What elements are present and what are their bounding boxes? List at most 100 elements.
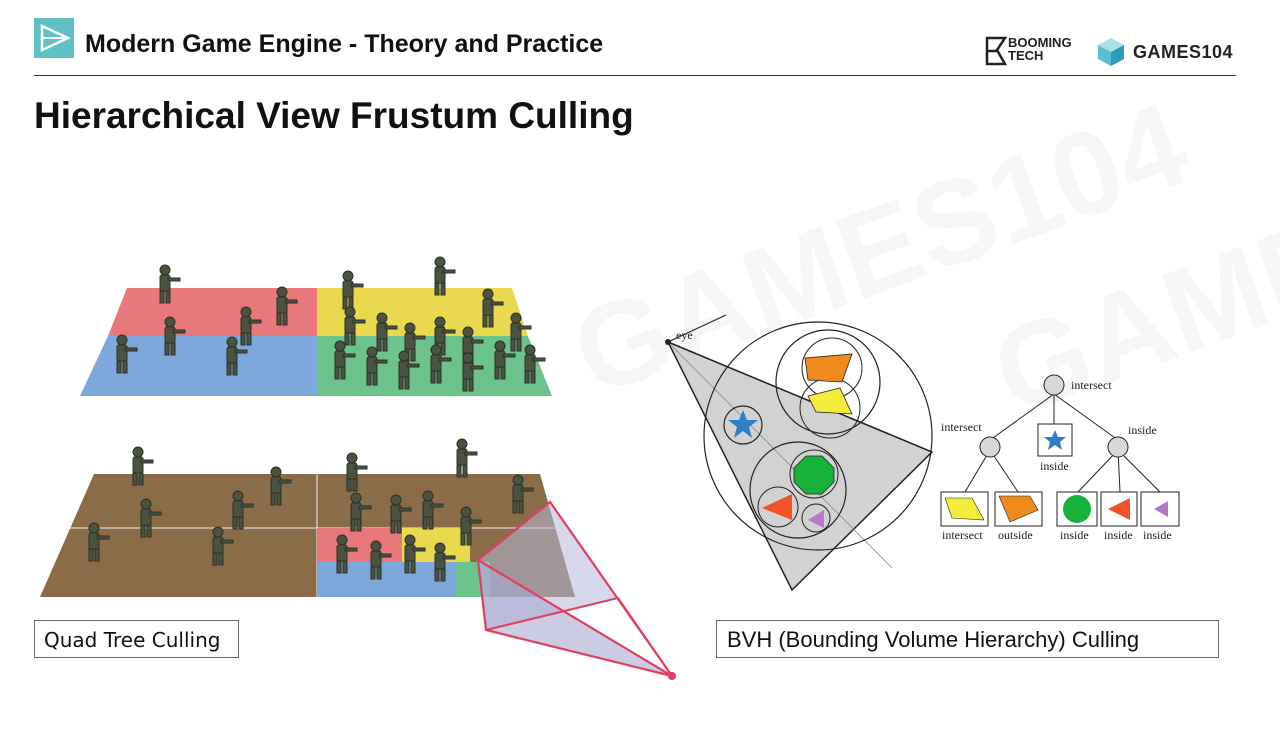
soldier	[88, 522, 110, 562]
slide-title: Hierarchical View Frustum Culling	[34, 95, 634, 136]
soldier	[366, 346, 388, 386]
bv-orange-tri	[757, 486, 799, 528]
frustum-volume	[478, 502, 618, 630]
tree-label-right: inside	[1128, 423, 1157, 437]
tree-star-icon	[1044, 430, 1066, 450]
games-cube-icon	[1098, 38, 1124, 66]
soldier	[232, 490, 254, 530]
bv-root	[703, 321, 933, 551]
play-logo-icon	[34, 18, 74, 58]
tree-label-leaf: inside	[1104, 528, 1133, 542]
quad-cell-blue-small	[317, 562, 402, 597]
quad-cell-blue-small-2	[402, 562, 455, 597]
tree-leaf-green	[1056, 491, 1098, 527]
eye-pointer	[667, 314, 727, 343]
quad-cell-green-small	[455, 562, 490, 597]
soldier	[350, 492, 372, 532]
bv-green	[789, 449, 839, 499]
soldier	[390, 494, 412, 534]
view-frustum	[476, 500, 676, 680]
soldier	[434, 542, 456, 582]
watermark: GAMES104	[976, 95, 1280, 444]
slide-header: Modern Game Engine - Theory and Practice…	[0, 0, 1280, 80]
booming-line-1: BOOMING	[1008, 35, 1072, 50]
tree-leaf-purple-tri	[1140, 491, 1180, 527]
quad-plane-culled	[40, 474, 575, 597]
object-green-octagon	[793, 455, 835, 495]
quad-cell-yellow-small	[402, 528, 470, 562]
soldier	[456, 438, 478, 478]
soldier	[482, 288, 504, 328]
booming-tech-logo: BOOMING TECH	[1008, 36, 1072, 62]
quad-cell-red-small	[317, 528, 402, 562]
tree-leaf-yellow	[940, 491, 989, 527]
frustum-far-side	[550, 502, 672, 676]
soldier	[512, 474, 534, 514]
tree-label-root: intersect	[1071, 378, 1112, 392]
soldier	[336, 534, 358, 574]
tree-node-left	[979, 436, 1001, 458]
soldier	[434, 256, 456, 296]
tree-label-middle: inside	[1040, 459, 1069, 473]
quad-cell-green	[317, 336, 552, 396]
soldier	[342, 270, 364, 310]
booming-logo-icon	[985, 36, 1007, 66]
soldier	[116, 334, 138, 374]
soldier	[404, 322, 426, 362]
bvh-frustum	[666, 340, 934, 592]
tree-node-root	[1043, 374, 1065, 396]
tree-label-leaf: intersect	[942, 528, 983, 542]
view-direction	[667, 341, 893, 569]
tree-leaf-orange-tri	[1100, 491, 1138, 527]
soldier	[404, 534, 426, 574]
soldier	[344, 306, 366, 346]
soldier	[226, 336, 248, 376]
games104-logo: GAMES104	[1133, 42, 1234, 62]
object-yellow-shape	[807, 387, 853, 415]
soldier	[159, 264, 181, 304]
soldier	[422, 490, 444, 530]
bv-star	[723, 405, 763, 445]
soldier	[370, 540, 392, 580]
bv-top	[775, 329, 881, 435]
frustum-near-side	[478, 560, 672, 676]
soldier	[164, 316, 186, 356]
quad-tree-caption: Quad Tree Culling	[34, 620, 239, 658]
tree-node-right	[1107, 436, 1129, 458]
soldier	[510, 312, 532, 352]
bvh-tree: intersect intersect inside inside inters…	[940, 374, 1180, 542]
soldier	[212, 526, 234, 566]
soldier	[376, 312, 398, 352]
eye-point-icon	[665, 339, 671, 345]
soldier	[334, 340, 356, 380]
soldier	[460, 506, 482, 546]
tree-label-leaf: inside	[1060, 528, 1089, 542]
soldier	[140, 498, 162, 538]
soldier	[434, 316, 456, 356]
bvh-caption: BVH (Bounding Volume Hierarchy) Culling	[716, 620, 1219, 658]
object-blue-star	[728, 410, 758, 438]
bv-purple-tri	[801, 503, 831, 533]
eye-label: eye	[676, 328, 693, 342]
bv-top-inner-2	[801, 337, 863, 399]
watermark: GAMES104	[556, 75, 1205, 424]
object-orange-shape	[804, 353, 853, 383]
soldier	[494, 340, 516, 380]
soldier	[524, 344, 546, 384]
soldier	[270, 466, 292, 506]
tree-label-leaf: inside	[1143, 528, 1172, 542]
camera-eye-point	[668, 672, 676, 680]
ground-plane	[40, 474, 575, 597]
tree-label-left: intersect	[941, 420, 982, 434]
soldier	[462, 352, 484, 392]
tree-leaf-orange	[994, 491, 1043, 527]
quad-cell-yellow	[317, 288, 528, 336]
booming-line-2: TECH	[1008, 48, 1044, 63]
soldier	[430, 344, 452, 384]
soldier	[346, 452, 368, 492]
header-divider	[34, 75, 1236, 76]
soldier	[462, 326, 484, 366]
object-purple-triangle	[808, 510, 824, 528]
soldier	[276, 286, 298, 326]
soldier	[398, 350, 420, 390]
